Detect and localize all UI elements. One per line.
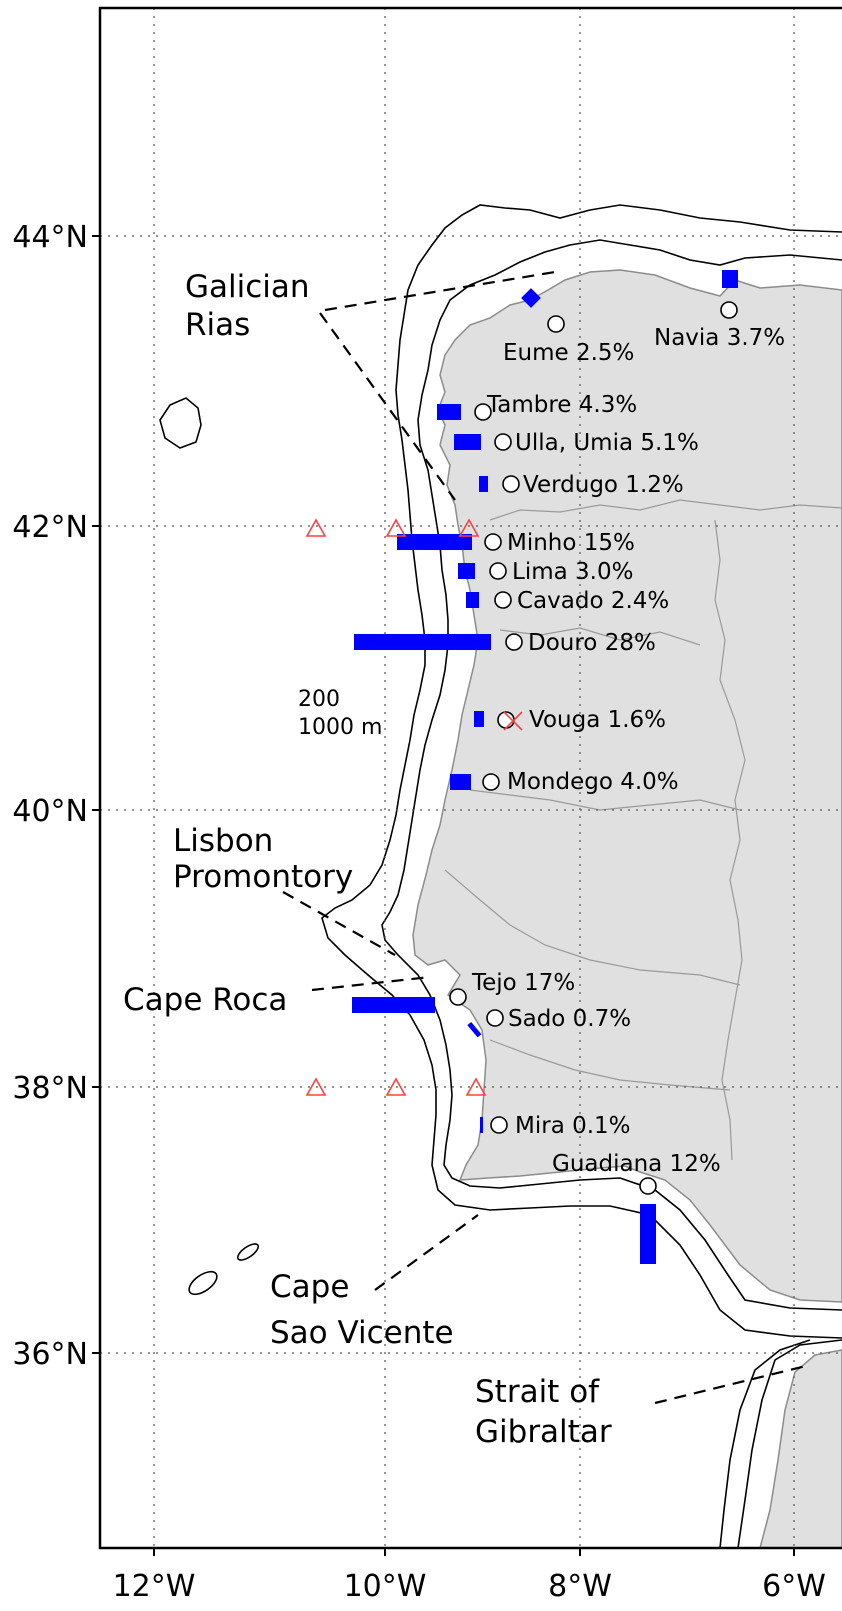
- outflow-bar-tejo: [352, 997, 435, 1013]
- river-marker-mondego: [482, 773, 500, 791]
- region-label-galician-rias: Galician: [185, 269, 310, 305]
- river-label: Navia 3.7%: [654, 325, 785, 351]
- station-marker-triangle: [385, 1077, 407, 1096]
- plot-frame: [98, 6, 842, 1550]
- outflow-bar-verdugo: [479, 476, 488, 492]
- outflow-bars: [352, 270, 738, 1264]
- outflow-bar-eume: [521, 288, 541, 308]
- seamount-contour: [159, 397, 202, 449]
- river-label: Eume 2.5%: [503, 340, 634, 366]
- outflow-bar-douro: [354, 634, 491, 650]
- island-contour: [236, 1243, 260, 1261]
- border-line: [489, 499, 842, 521]
- region-label-galician-rias: Rias: [185, 307, 250, 343]
- river-label: Douro 28%: [528, 630, 656, 656]
- outflow-bar-mondego: [450, 774, 471, 790]
- outflow-bar-ulla: [454, 434, 481, 450]
- river-marker-douro: [505, 633, 523, 651]
- isobath-1000m: [321, 204, 842, 1339]
- outflow-bar-tambre: [437, 404, 461, 420]
- border-line: [469, 789, 741, 811]
- island-contour: [188, 1270, 218, 1296]
- tick-marks: [92, 235, 795, 1556]
- outflow-bar-guadiana: [640, 1204, 656, 1264]
- lon-tick-label: 6°W: [762, 1569, 826, 1604]
- region-label-cape-sao-vicente: Cape: [270, 1269, 349, 1305]
- river-marker-eume: [547, 315, 565, 333]
- station-marker-cross: [503, 711, 523, 731]
- region-label-lisbon-promontory: Promontory: [173, 859, 353, 895]
- lat-tick-label: 42°N: [12, 510, 88, 545]
- outflow-bar-mira: [480, 1117, 483, 1133]
- station-marker-triangle: [465, 1077, 487, 1096]
- region-label-cape-roca: Cape Roca: [123, 982, 287, 1018]
- river-label: Cavado 2.4%: [517, 588, 669, 614]
- outflow-bar-cavado: [466, 592, 479, 608]
- river-label: Minho 15%: [507, 530, 635, 556]
- river-marker-tambre: [474, 403, 492, 421]
- region-label-strait-of-gibraltar: Gibraltar: [475, 1414, 612, 1450]
- border-line: [499, 627, 701, 646]
- region-label-lisbon-promontory: Lisbon: [173, 823, 273, 859]
- outflow-bar-navia: [722, 270, 738, 288]
- region-label-cape-sao-vicente: Sao Vicente: [270, 1315, 454, 1351]
- isobath-200m: [381, 239, 842, 1311]
- station-markers: [305, 518, 523, 1096]
- lon-tick-label: 8°W: [548, 1569, 612, 1604]
- lat-tick-label: 36°N: [12, 1337, 88, 1372]
- river-label: Ulla, Umia 5.1%: [515, 430, 699, 456]
- outflow-bar-vouga: [474, 711, 484, 727]
- leader-lines: [282, 270, 811, 1405]
- river-marker-guadiana: [639, 1177, 657, 1195]
- border-line: [444, 869, 741, 986]
- lat-tick-label: 38°N: [12, 1071, 88, 1106]
- outflow-bar-lima: [458, 563, 475, 579]
- river-marker-navia: [720, 301, 738, 319]
- station-marker-triangle: [305, 1077, 327, 1096]
- river-marker-tejo: [449, 988, 467, 1006]
- isobath-label-200: 200: [298, 687, 340, 712]
- river-label: Lima 3.0%: [512, 559, 633, 585]
- isobath-label-1000: 1000 m: [298, 715, 382, 740]
- isobath-1000m-africa-outer: [719, 1339, 811, 1549]
- river-label: Mondego 4.0%: [507, 769, 679, 795]
- river-label: Tambre 4.3%: [486, 392, 637, 418]
- lon-tick-label: 10°W: [344, 1569, 427, 1604]
- grid-lines: [100, 8, 842, 1548]
- station-marker-triangle: [385, 518, 407, 537]
- river-marker-mira: [490, 1116, 508, 1134]
- river-marker-verdugo: [502, 475, 520, 493]
- river-marker-lima: [489, 562, 507, 580]
- station-marker-triangle: [458, 518, 480, 537]
- river-label: Mira 0.1%: [515, 1113, 631, 1139]
- river-label: Vouga 1.6%: [529, 707, 666, 733]
- outflow-bar-sado: [467, 1021, 482, 1038]
- station-marker-triangle: [305, 518, 327, 537]
- river-markers: [449, 301, 738, 1195]
- border-line: [714, 519, 746, 1161]
- lat-tick-label: 40°N: [12, 794, 88, 829]
- river-marker-ulla: [494, 433, 512, 451]
- river-marker-sado: [486, 1009, 504, 1027]
- river-marker-minho: [484, 533, 502, 551]
- outflow-bar-minho: [397, 534, 472, 550]
- river-label: Verdugo 1.2%: [523, 472, 684, 498]
- lat-tick-label: 44°N: [12, 220, 88, 255]
- region-label-strait-of-gibraltar: Strait of: [475, 1374, 600, 1410]
- border-line: [489, 1039, 731, 1091]
- river-marker-cavado: [494, 591, 512, 609]
- river-label: Guadiana 12%: [552, 1151, 721, 1177]
- iberia-land: [412, 269, 842, 1303]
- lon-tick-label: 12°W: [113, 1569, 196, 1604]
- river-label: Tejo 17%: [471, 970, 575, 996]
- isobath-1000m-africa: [737, 1339, 842, 1549]
- river-label: Sado 0.7%: [508, 1006, 631, 1032]
